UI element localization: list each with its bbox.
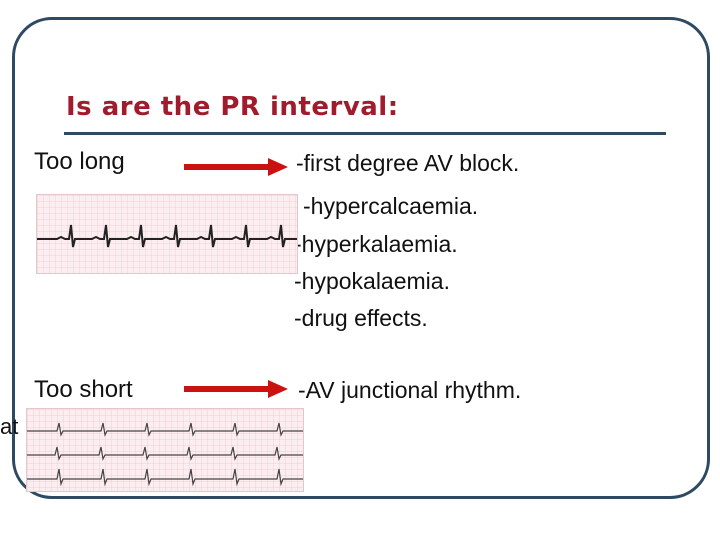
right-arrow-icon [184,380,288,398]
slide-frame [12,17,710,499]
too-long-label: Too long [34,148,125,175]
title-underline [64,132,666,135]
cause-av-junctional-rhythm: -AV junctional rhythm. [298,377,522,403]
ecg-strip-short-pr [26,408,304,492]
cause-drug-effects: -drug effects. [294,305,428,331]
cause-hypokalaemia: -hypokalaemia. [294,268,450,294]
cause-hyperkalaemia: -hyperkalaemia. [294,231,458,257]
clipped-text: at [0,414,19,439]
cause-hypercalcaemia: -hypercalcaemia. [303,193,479,219]
too-short-label: Too short [34,376,133,403]
cause-first-degree-av-block: -first degree AV block. [296,150,520,176]
right-arrow-icon [184,158,288,176]
slide-title: Is are the PR interval: [66,92,399,122]
ecg-strip-long-pr [36,194,298,274]
